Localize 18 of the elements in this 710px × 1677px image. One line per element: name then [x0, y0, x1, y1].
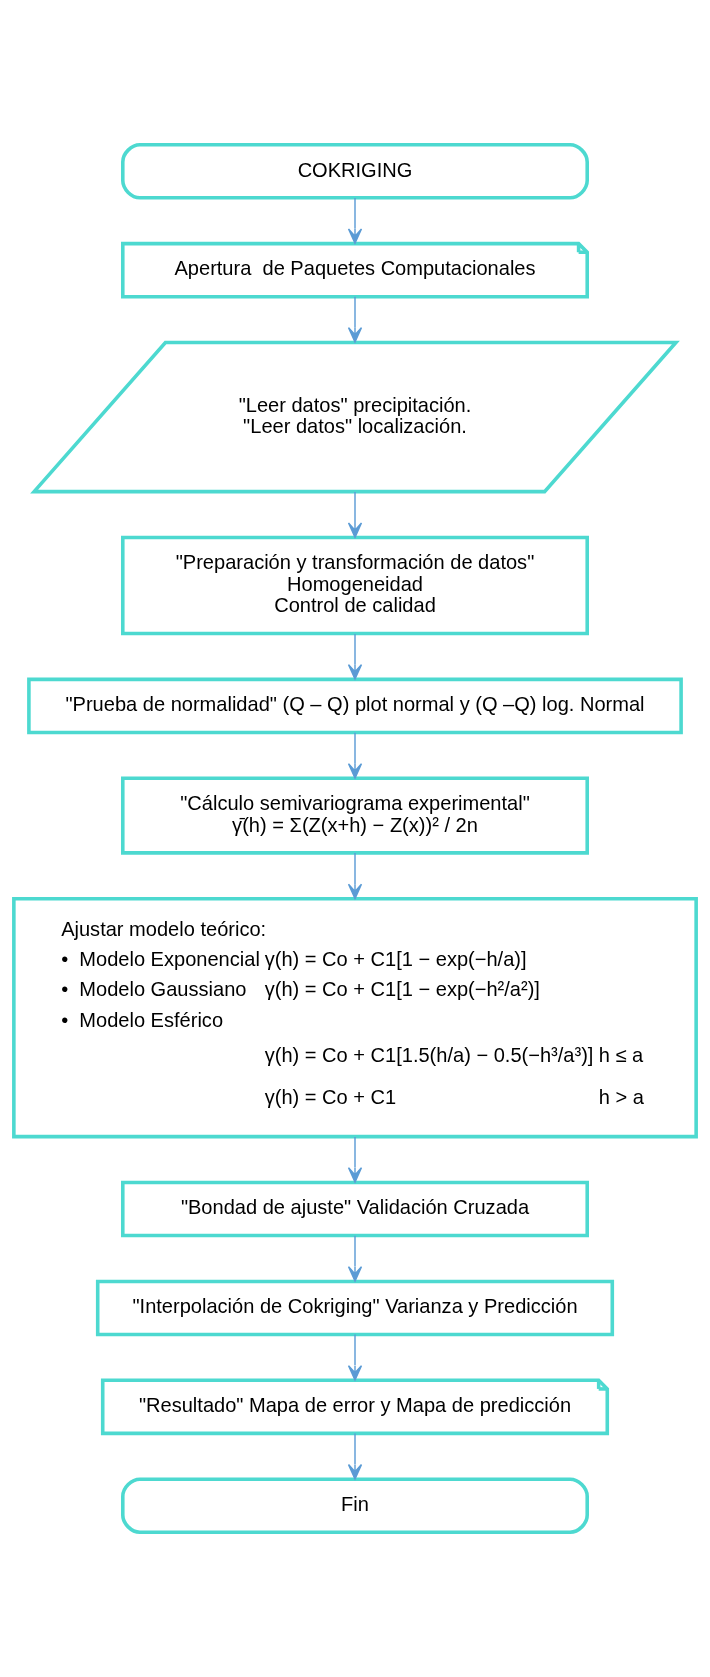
arrow [347, 852, 363, 900]
node-box: "Bondad de ajuste" Validación Cruzada [121, 1180, 589, 1238]
node-box: Ajustar modelo teórico: • Modelo Exponencial γ(h) = Co + C1[1 − exp(−h/a)] • Modelo Gaussiano γ(h) = Co + C1[1 − exp(−h²/a²)] • Modelo Esférico γ(h) = Co + C1[1.5(h/a) − 0.5(−h³/a³)] h ≤ a γ(h) = Co + C1 h > a [12, 896, 698, 1139]
node-box: COKRIGING [121, 142, 589, 200]
arrow [347, 633, 363, 680]
arrow [347, 1432, 363, 1480]
node-box: "Prueba de normalidad" (Q – Q) plot normal y (Q –Q) log. Normal [27, 677, 683, 735]
arrow [347, 197, 363, 245]
node-box: "Interpolación de Cokriging" Varianza y Predicción [95, 1279, 615, 1337]
arrow [347, 1136, 363, 1183]
arrow [347, 295, 363, 343]
node-box: "Preparación y transformación de datos" Homogeneidad Control de calidad [121, 535, 589, 636]
arrow [347, 731, 363, 779]
arrow [347, 1333, 363, 1381]
arrow [347, 491, 363, 539]
node-box: "Cálculo semivariograma experimental" γ̄(h) = Σ(Z(x+h) − Z(x))² / 2n [121, 776, 589, 855]
arrow [347, 1235, 363, 1282]
node-box: Fin [121, 1477, 589, 1535]
